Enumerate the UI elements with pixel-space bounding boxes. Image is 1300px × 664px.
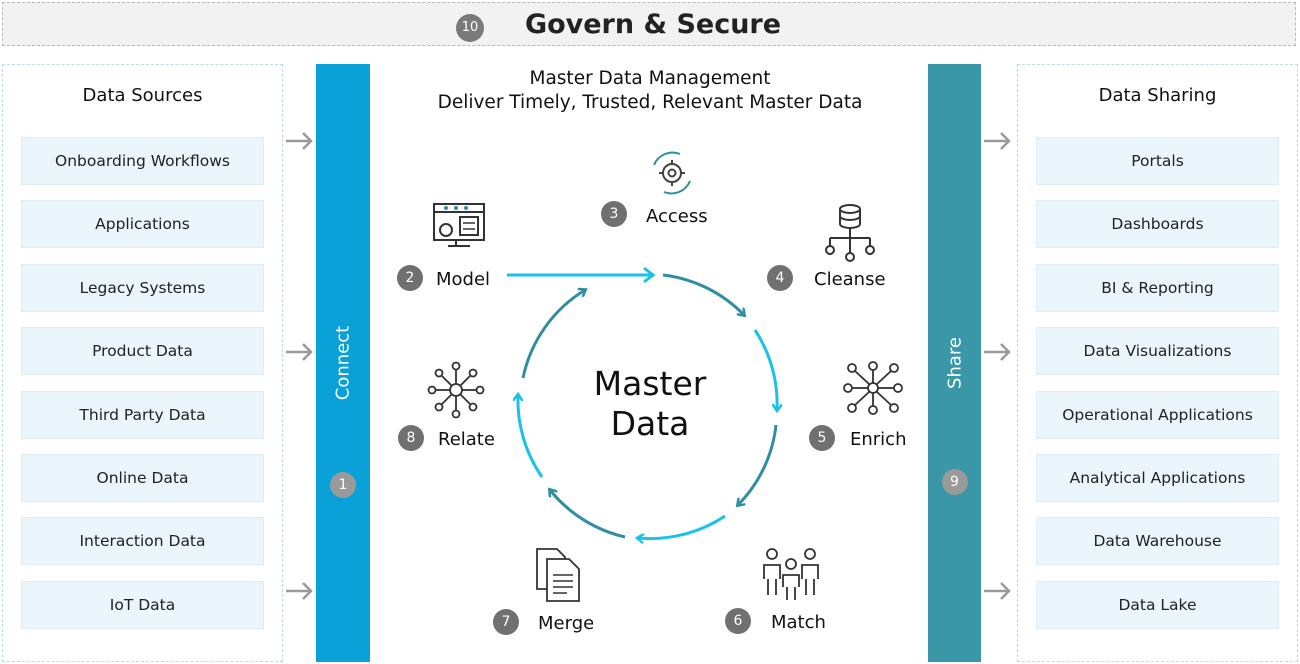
share-bar: Share 9 <box>928 64 981 662</box>
model-arrow-icon <box>507 266 656 284</box>
left-arrow-middle-icon <box>286 343 313 361</box>
step-2-badge: 2 <box>397 265 423 291</box>
step-access-label: Access <box>646 206 708 227</box>
sharing-item: Data Warehouse <box>1036 517 1279 566</box>
source-item: Third Party Data <box>21 390 264 439</box>
step-match-label: Match <box>771 612 826 633</box>
source-item: Online Data <box>21 453 264 502</box>
connect-bar: Connect 1 <box>316 64 370 662</box>
sharing-item: Portals <box>1036 137 1279 185</box>
step-cleanse-label: Cleanse <box>814 269 886 290</box>
hub-icon <box>427 361 485 419</box>
master-data-title-line2: Data <box>610 404 690 443</box>
right-arrow-middle-icon <box>984 343 1011 361</box>
sharing-item: Operational Applications <box>1036 390 1279 439</box>
data-sources-list: Onboarding Workflows Applications Legacy… <box>21 137 264 644</box>
data-sources-panel: Data Sources Onboarding Workflows Applic… <box>2 64 283 662</box>
cycle-arc <box>521 290 585 379</box>
share-label: Share <box>944 337 965 389</box>
data-sharing-panel: Data Sharing Portals Dashboards BI & Rep… <box>1017 64 1298 662</box>
sharing-item: Data Lake <box>1036 580 1279 629</box>
step-8-badge: 8 <box>398 425 424 451</box>
connect-number-badge: 1 <box>330 472 356 498</box>
source-item: Interaction Data <box>21 517 264 566</box>
gear-cycle-icon <box>653 151 691 195</box>
monitor-settings-icon <box>433 203 485 247</box>
master-data-cycle <box>500 273 800 560</box>
data-sharing-list: Portals Dashboards BI & Reporting Data V… <box>1036 137 1279 644</box>
people-icon <box>763 548 819 600</box>
data-sharing-title: Data Sharing <box>1098 85 1217 106</box>
cycle-arc <box>662 273 744 315</box>
source-item: IoT Data <box>21 580 264 629</box>
left-arrow-bottom-icon <box>286 582 313 600</box>
step-merge-label: Merge <box>538 613 595 634</box>
step-6-badge: 6 <box>725 608 751 634</box>
step-5-badge: 5 <box>809 425 835 451</box>
cycle-arc <box>638 514 726 539</box>
right-arrow-bottom-icon <box>984 582 1011 600</box>
source-item: Onboarding Workflows <box>21 137 264 185</box>
sharing-item: Dashboards <box>1036 200 1279 249</box>
database-network-icon <box>825 204 875 262</box>
cycle-arc <box>550 490 626 539</box>
master-data-title-line1: Master <box>593 364 707 403</box>
share-number-badge: 9 <box>941 469 968 495</box>
step-7-badge: 7 <box>493 609 519 635</box>
cycle-arc <box>738 424 778 505</box>
data-sources-title: Data Sources <box>82 85 203 106</box>
sharing-item: Data Visualizations <box>1036 327 1279 376</box>
sharing-item: Analytical Applications <box>1036 453 1279 502</box>
govern-number-badge: 10 <box>456 14 484 42</box>
govern-secure-header: 10 Govern & Secure <box>2 2 1296 46</box>
cycle-arc <box>518 395 544 478</box>
source-item: Applications <box>21 200 264 249</box>
step-3-badge: 3 <box>601 201 627 227</box>
mdm-title: Master Data Management <box>529 68 771 89</box>
step-model-label: Model <box>436 269 491 290</box>
cycle-arc <box>753 329 777 410</box>
mdm-subtitle: Deliver Timely, Trusted, Relevant Master… <box>437 92 863 113</box>
step-relate-label: Relate <box>438 429 495 450</box>
step-enrich-label: Enrich <box>850 429 907 450</box>
source-item: Product Data <box>21 327 264 376</box>
govern-title: Govern & Secure <box>524 9 782 40</box>
connect-label: Connect <box>332 325 354 401</box>
source-item: Legacy Systems <box>21 263 264 312</box>
sharing-item: BI & Reporting <box>1036 263 1279 312</box>
step-4-badge: 4 <box>767 265 793 291</box>
network-nodes-icon <box>843 361 903 415</box>
left-arrow-top-icon <box>286 132 313 150</box>
right-arrow-top-icon <box>984 132 1011 150</box>
documents-icon <box>536 548 580 602</box>
